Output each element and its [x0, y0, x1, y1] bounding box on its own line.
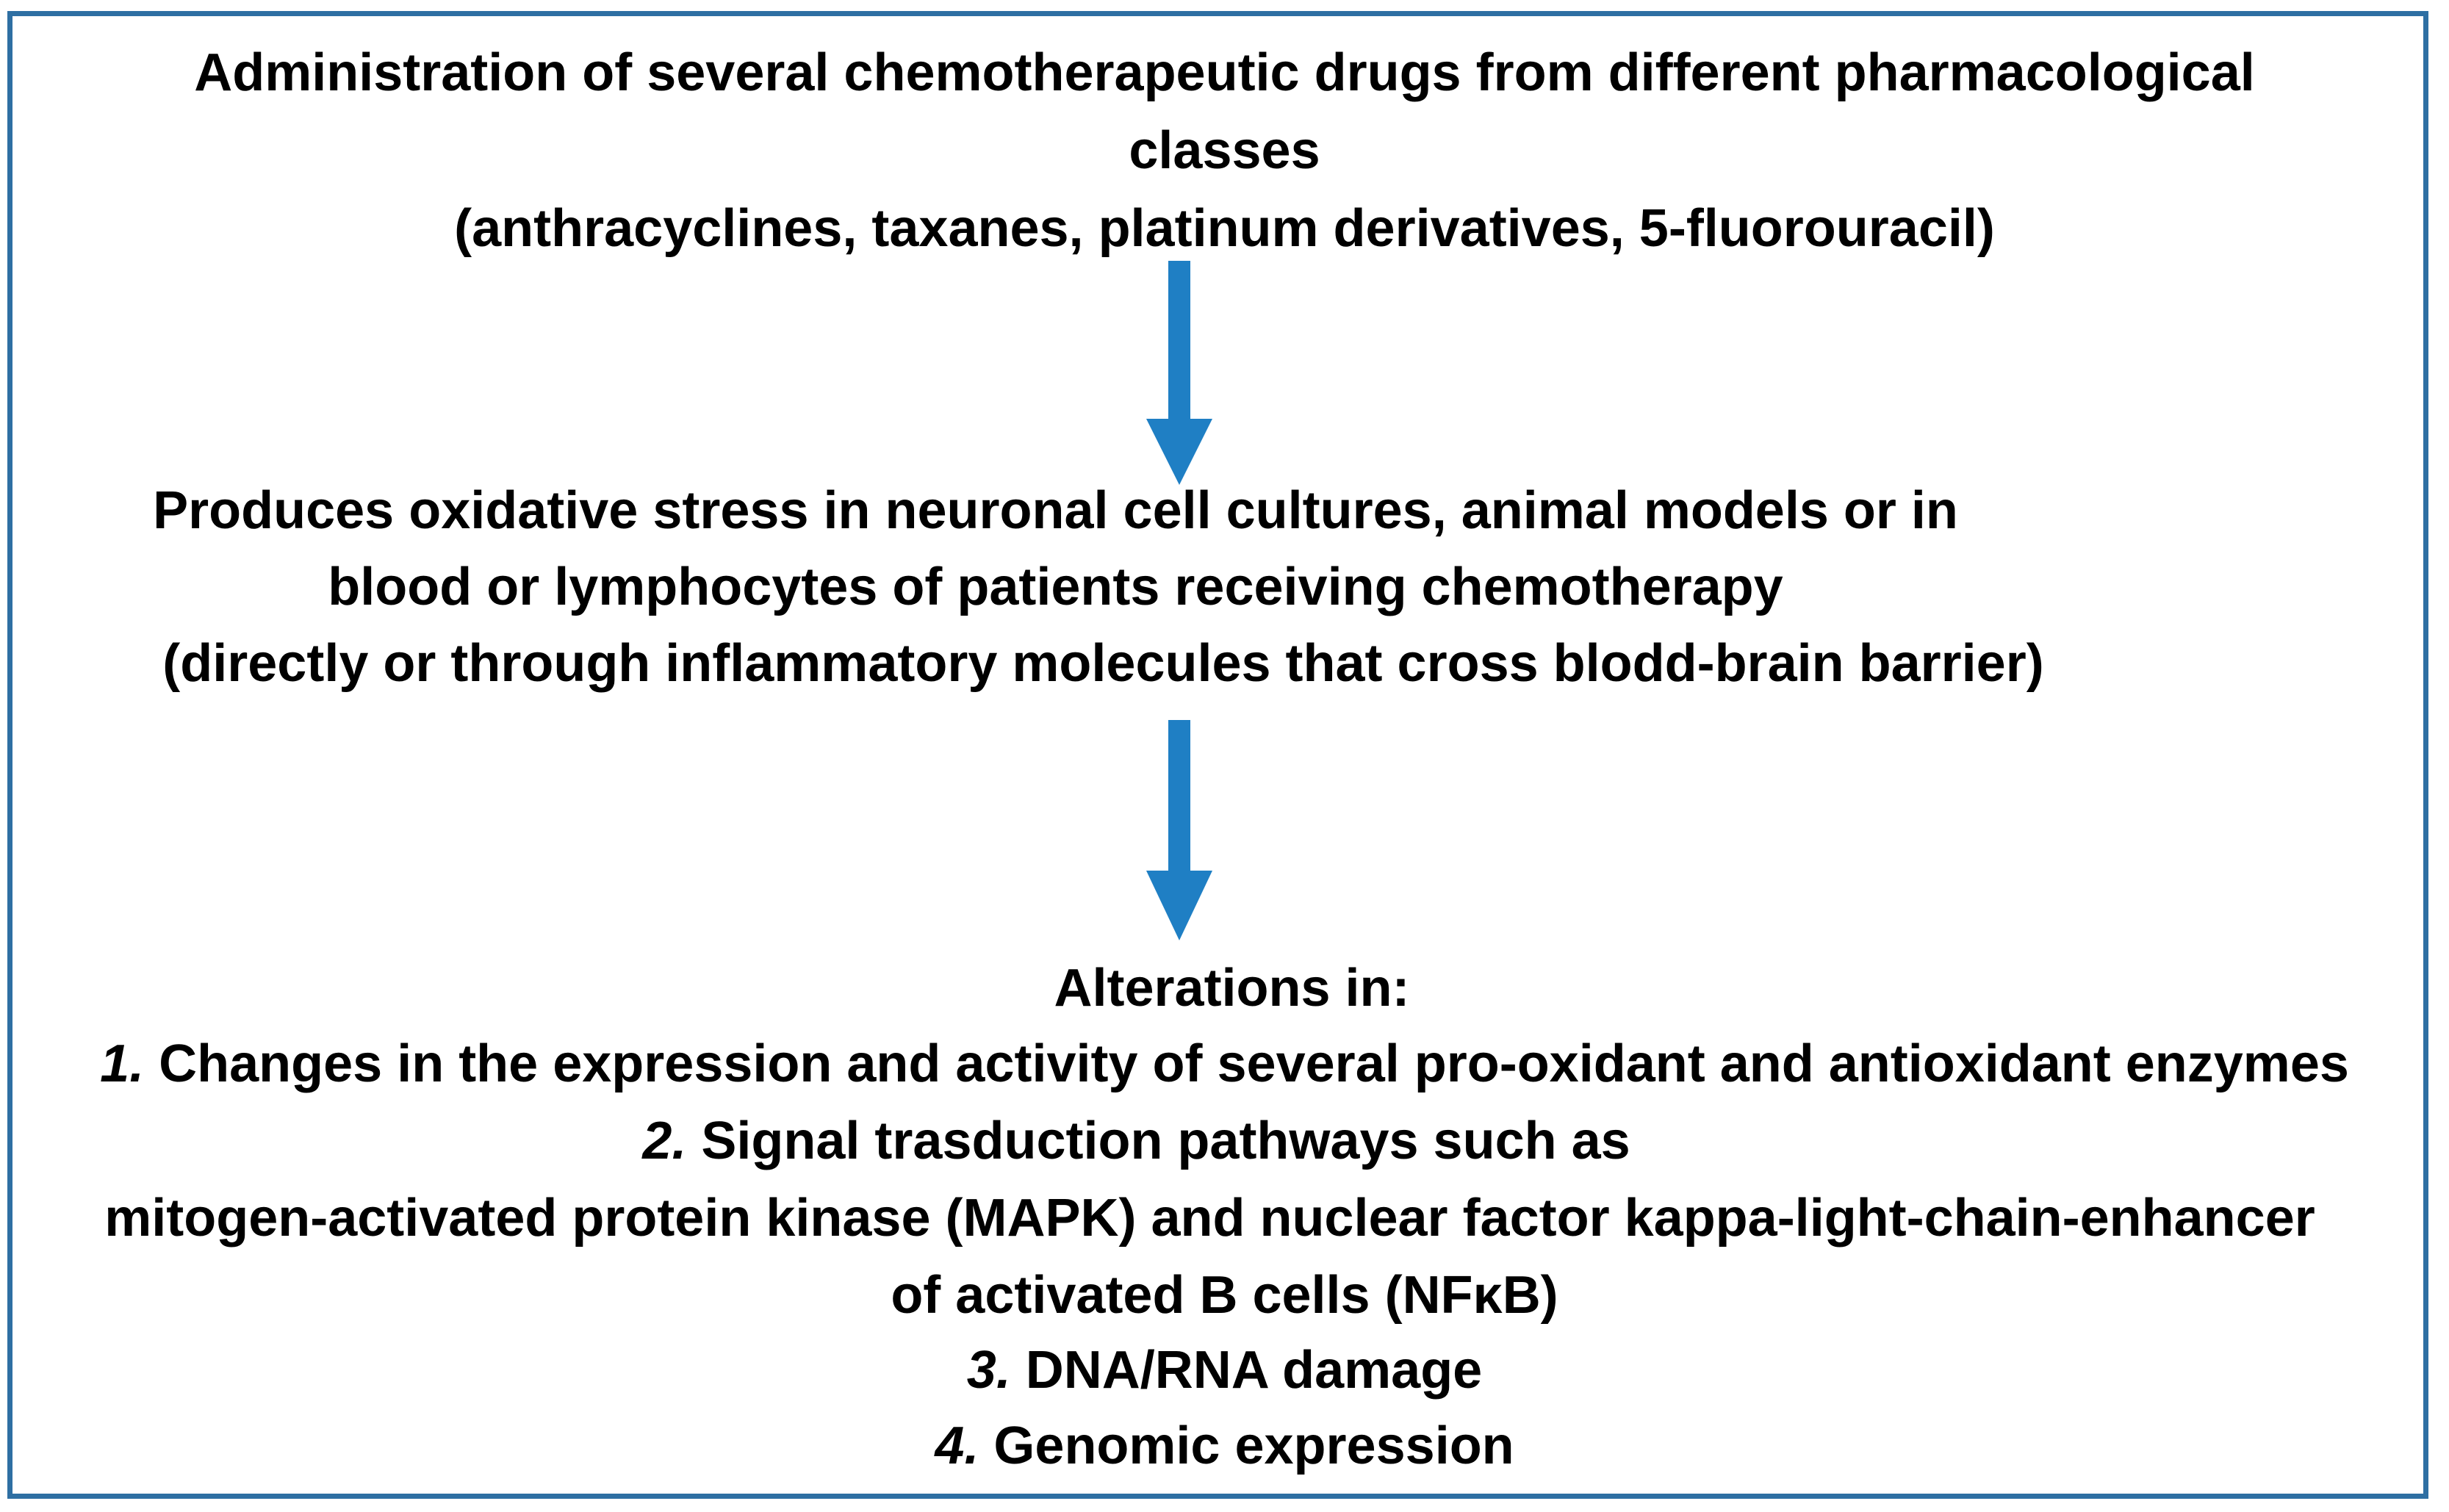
block2-line1: Produces oxidative stress in neuronal ce…: [153, 481, 1958, 540]
down-arrow-icon: [1146, 261, 1212, 485]
oxidative-stress-text: Produces oxidative stress in neuronal ce…: [0, 472, 2280, 550]
item-text-2-line3: of activated B cells (NFκB): [891, 1266, 1558, 1325]
item-text-2: Signal trasduction pathways such as: [686, 1112, 1630, 1170]
oxidative-stress-text-3: (directly or through inflammatory molecu…: [0, 624, 2328, 702]
item-text-4: Genomic expression: [979, 1416, 1514, 1475]
block2-line2: blood or lymphocytes of patients receivi…: [328, 558, 1783, 616]
diagram-frame: [7, 11, 2428, 1499]
alterations-item-3: 3. DNA/RNA damage: [0, 1331, 2449, 1409]
block1-line2: classes: [1129, 121, 1320, 180]
alterations-item-1: 1. Changes in the expression and activit…: [0, 1025, 2449, 1103]
item-text-1: Changes in the expression and activity o…: [144, 1034, 2349, 1093]
block2-line3: (directly or through inflammatory molecu…: [162, 634, 2044, 693]
item-number-4: 4.: [935, 1416, 979, 1475]
item-text-2-line2: mitogen-activated protein kinase (MAPK) …: [104, 1189, 2315, 1248]
item-text-3: DNA/RNA damage: [1010, 1341, 1483, 1400]
alterations-item-4: 4. Genomic expression: [0, 1407, 2449, 1485]
alterations-text: Alterations in:: [7, 949, 2449, 1027]
alterations-item-2: 2. Signal trasduction pathways such as: [0, 1102, 2361, 1180]
alterations-heading: Alterations in:: [1054, 959, 1410, 1018]
block1-line3: (anthracyclines, taxanes, platinum deriv…: [454, 199, 1995, 258]
drug-administration-text: Administration of several chemotherapeut…: [0, 34, 2449, 267]
item-number-2: 2.: [642, 1112, 687, 1170]
item-number-1: 1.: [100, 1034, 145, 1093]
oxidative-stress-text-2: blood or lymphocytes of patients receivi…: [0, 548, 2280, 626]
down-arrow-icon: [1146, 720, 1212, 940]
alterations-item-2-line2: mitogen-activated protein kinase (MAPK) …: [0, 1179, 2434, 1257]
block1-line1: Administration of several chemotherapeut…: [194, 43, 2255, 102]
item-number-3: 3.: [966, 1341, 1011, 1400]
alterations-item-2-line3: of activated B cells (NFκB): [0, 1256, 2449, 1334]
